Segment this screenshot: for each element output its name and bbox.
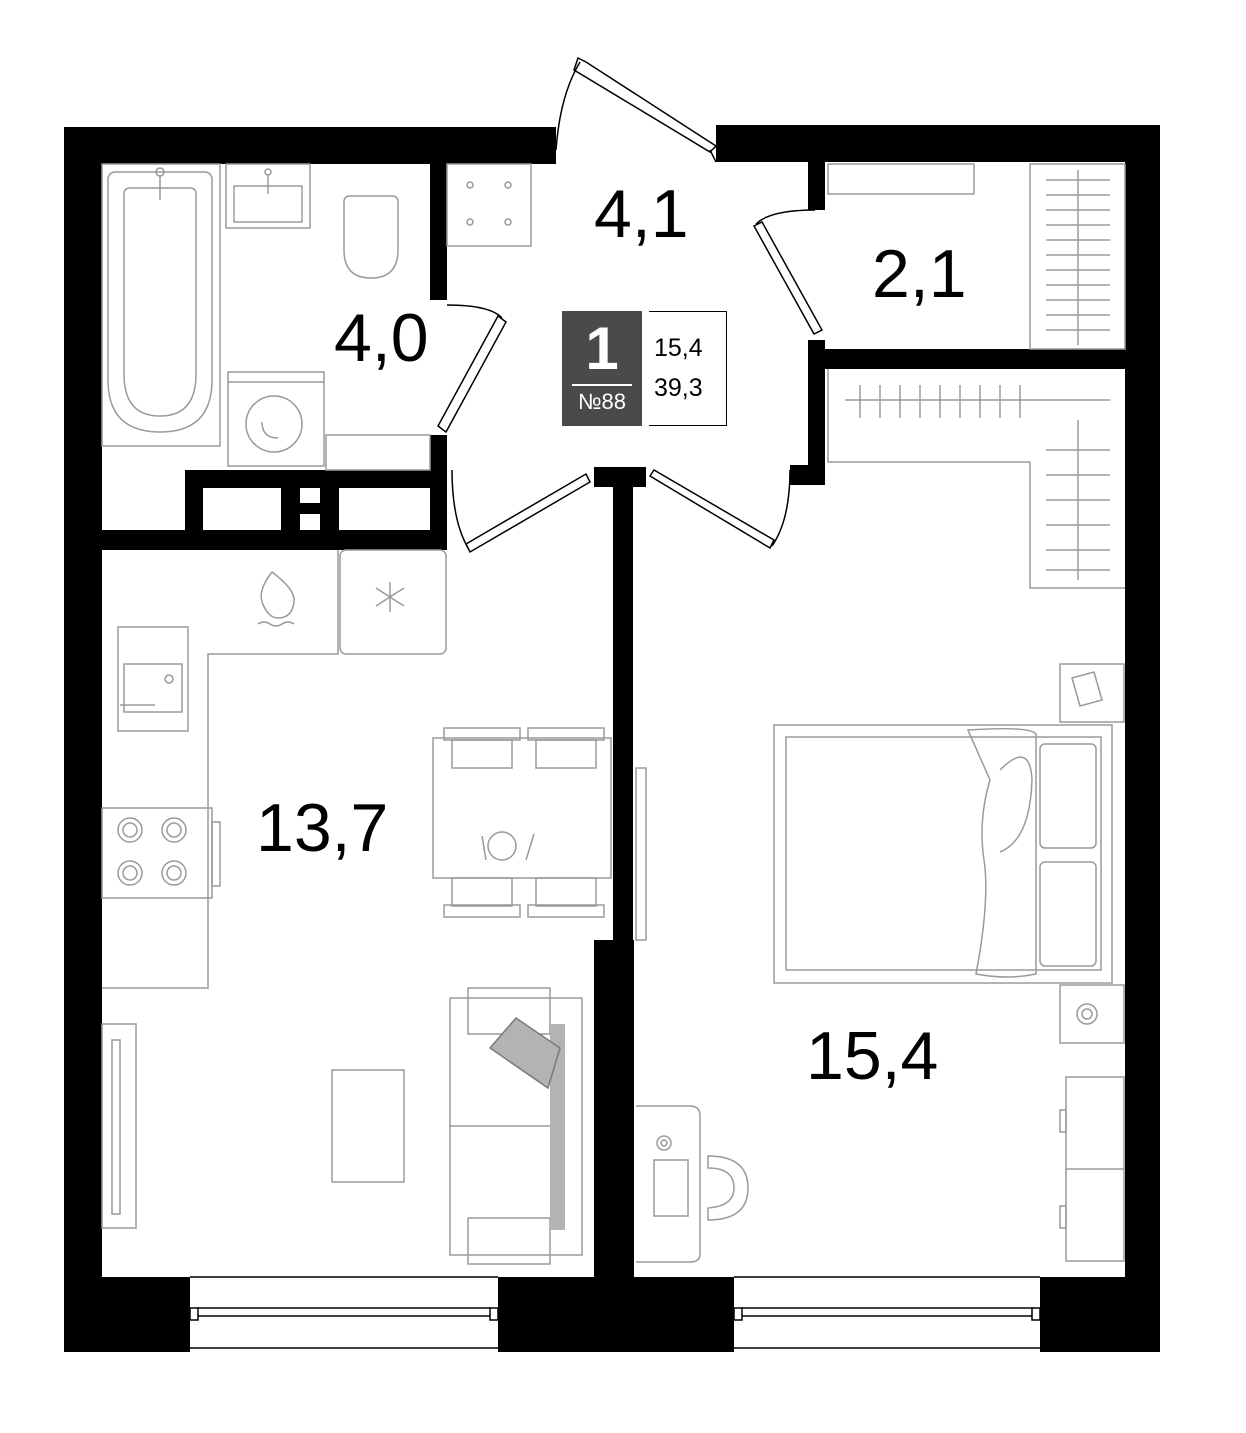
ventilation-shaft: [203, 488, 430, 530]
dresser: [1059, 1076, 1125, 1262]
area-kitchen-living: 13,7: [256, 790, 389, 866]
desk: [636, 1105, 749, 1263]
apartment-number: №88: [577, 389, 627, 414]
bedroom-tv: [635, 767, 647, 941]
kitchen-counter: [101, 549, 447, 989]
wardrobe: [827, 369, 1125, 589]
walls: [64, 125, 1160, 1352]
bathroom-door: [437, 304, 507, 434]
washbasin-icon: [225, 163, 311, 229]
apartment-badge: 1 №88: [562, 311, 642, 426]
kitchen-door: [451, 469, 591, 554]
shoe-cabinet: [446, 163, 532, 247]
sofa: [449, 987, 583, 1265]
area-summary: 15,4 39,3: [649, 311, 727, 426]
tv-unit: [101, 1023, 137, 1229]
room-count: 1: [585, 315, 619, 382]
window-bedroom: [733, 1276, 1041, 1349]
bed: [773, 724, 1113, 984]
washing-machine-icon: [227, 371, 325, 467]
storage-door: [752, 209, 824, 335]
bathtub-icon: [101, 163, 221, 447]
nightstand-bottom: [1059, 984, 1125, 1044]
storage-shelf: [827, 163, 1126, 350]
living-area: 15,4: [654, 334, 703, 362]
doors: [437, 56, 824, 554]
area-bedroom: 15,4: [806, 1018, 939, 1094]
area-storage: 2,1: [872, 236, 967, 312]
total-area: 39,3: [654, 374, 703, 402]
cabinet: [325, 434, 431, 471]
dining-table: [432, 727, 612, 918]
badge-divider: [572, 384, 632, 386]
bedroom-door: [648, 468, 791, 550]
coffee-table: [331, 1069, 405, 1183]
entrance-door: [555, 56, 718, 163]
toilet-icon: [343, 195, 399, 279]
furniture: [101, 163, 1126, 1265]
area-hallway: 4,1: [594, 176, 689, 252]
window-kitchen: [189, 1276, 499, 1349]
area-bathroom: 4,0: [334, 300, 429, 376]
nightstand-top: [1059, 663, 1125, 723]
